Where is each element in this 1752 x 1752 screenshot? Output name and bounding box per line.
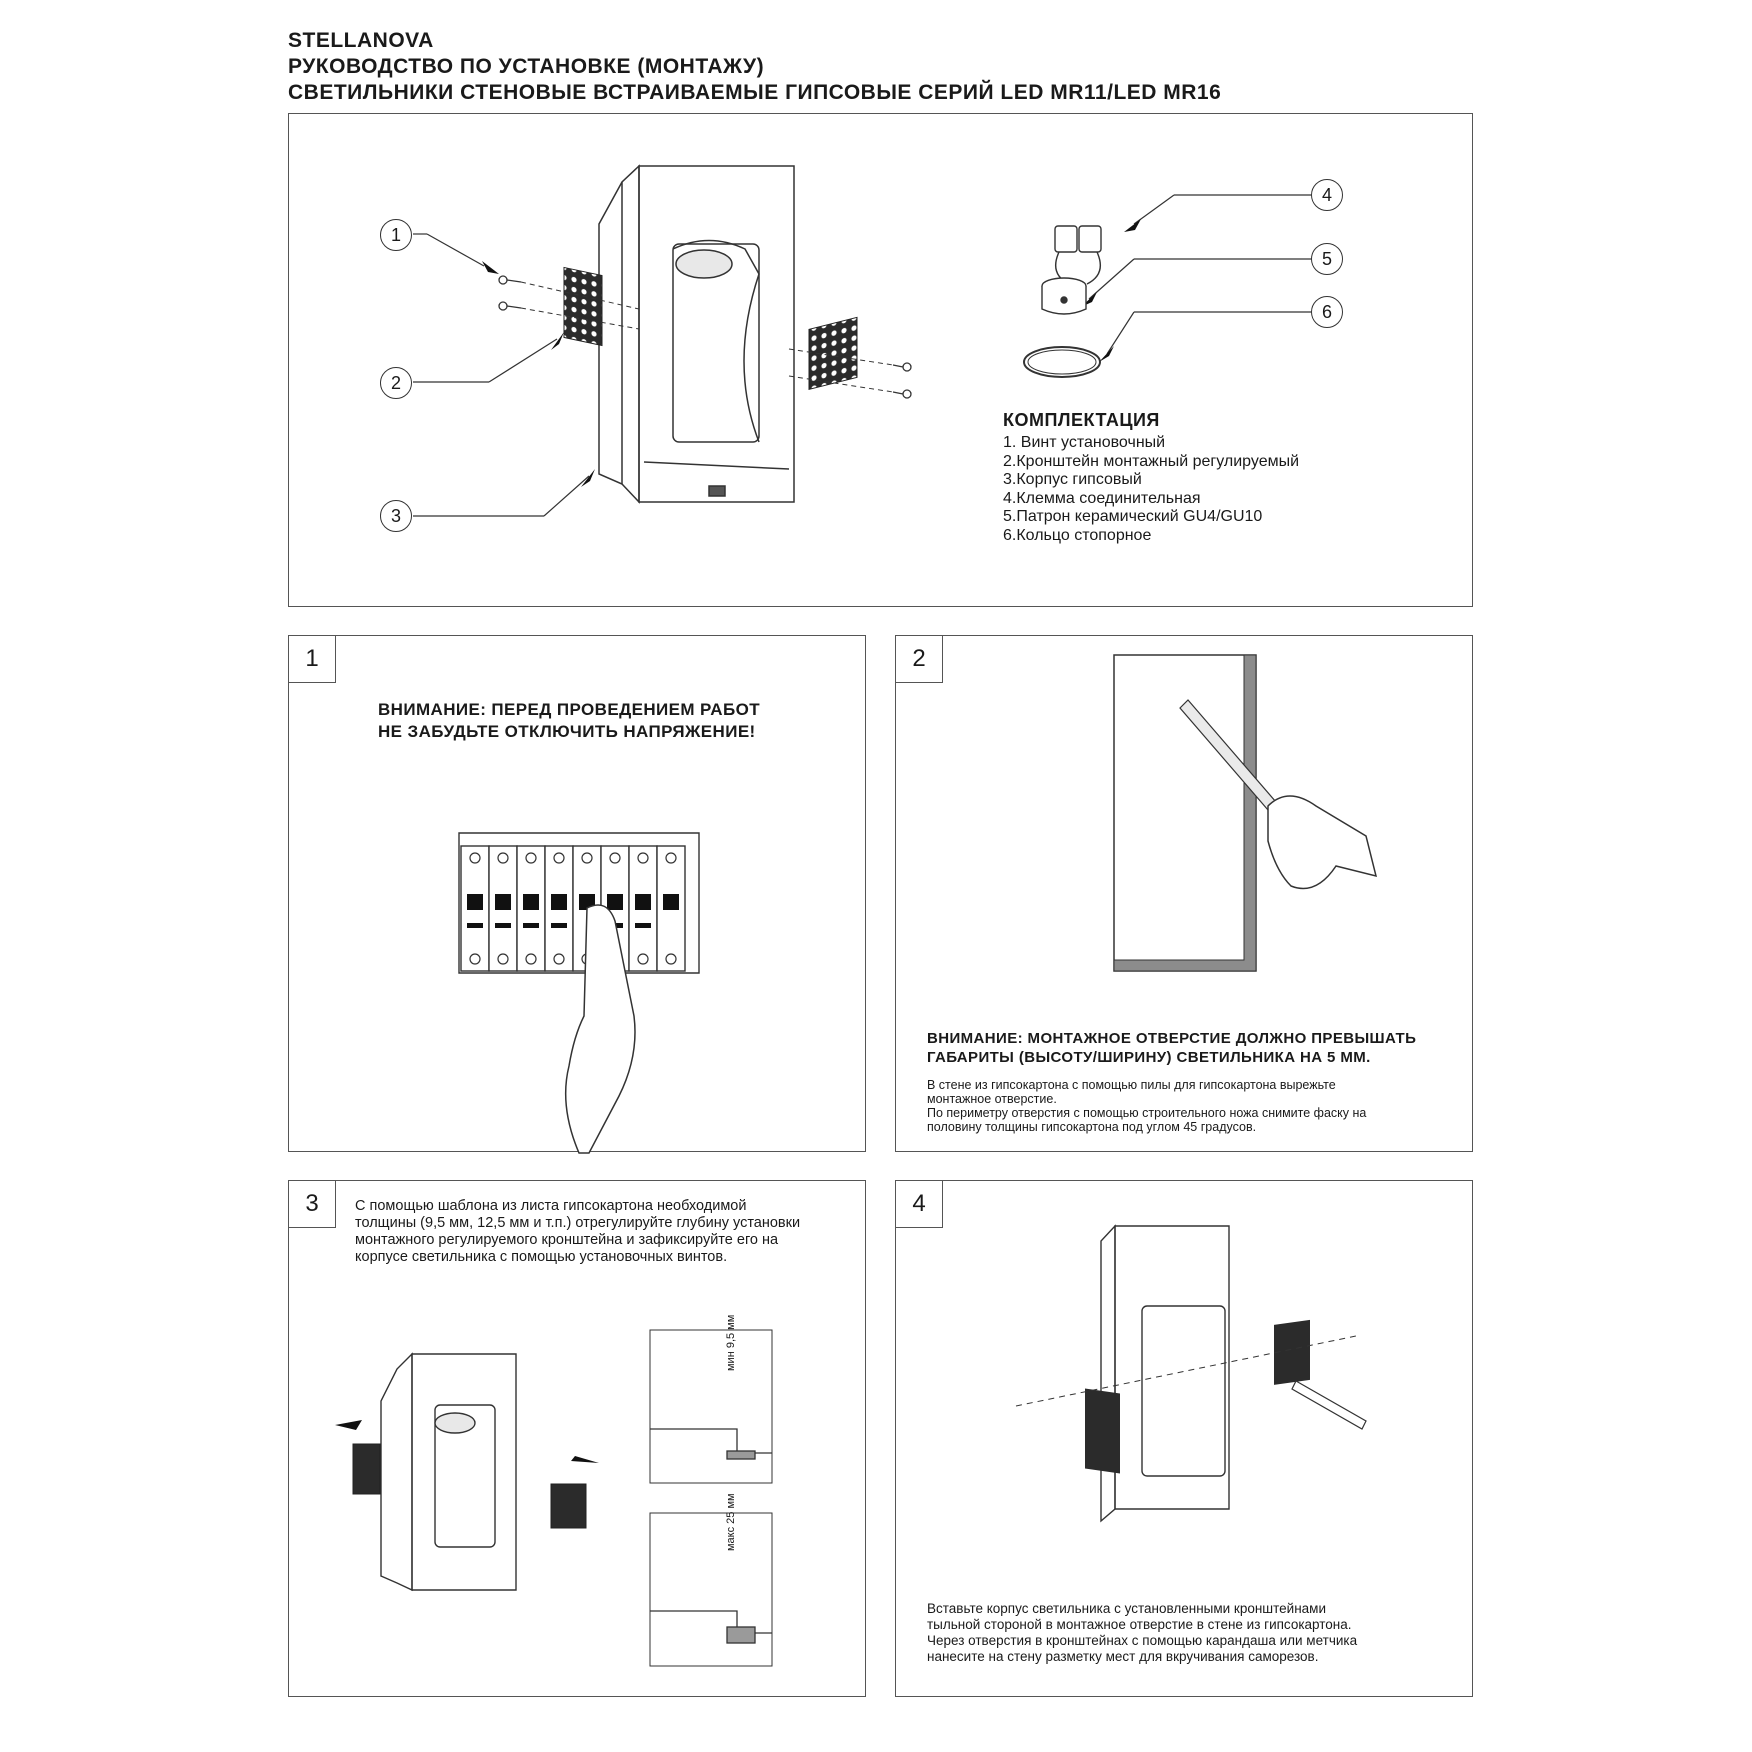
step-4-panel: 4 Вставьте корпус светильника с установл… <box>895 1180 1473 1697</box>
step-4-instructions: Вставьте корпус светильника с установлен… <box>927 1601 1357 1665</box>
kit-item: 6.Кольцо стопорное <box>1003 526 1152 544</box>
gypsum-body-drawing <box>598 164 795 504</box>
step-2-warning: ВНИМАНИЕ: МОНТАЖНОЕ ОТВЕРСТИЕ ДОЛЖНО ПРЕ… <box>927 1029 1416 1067</box>
instruction-line: толщины (9,5 мм, 12,5 мм и т.п.) отрегул… <box>355 1215 801 1231</box>
callout-4: 4 <box>1311 179 1343 211</box>
ceramic-socket-drawing <box>1041 277 1087 315</box>
step-number: 3 <box>288 1180 336 1228</box>
callout-2: 2 <box>380 367 412 399</box>
step-number: 1 <box>288 635 336 683</box>
instruction-line: С помощью шаблона из листа гипсокартона … <box>355 1198 747 1214</box>
instruction-line: корпусе светильника с помощью установочн… <box>355 1249 728 1265</box>
kit-title: КОМПЛЕКТАЦИЯ <box>1003 410 1160 430</box>
retaining-ring-drawing <box>1023 346 1101 378</box>
instruction-line: монтажного регулируемого кронштейна и за… <box>355 1232 779 1248</box>
document-header: STELLANOVA РУКОВОДСТВО ПО УСТАНОВКЕ (МОН… <box>288 28 1221 106</box>
kit-item: 2.Кронштейн монтажный регулируемый <box>1003 452 1300 470</box>
marking-drawing <box>1015 1224 1367 1523</box>
step-2-panel: 2 ВНИМАНИЕ: МОНТАЖНОЕ ОТВЕРСТИЕ ДОЛЖНО П… <box>895 635 1473 1152</box>
kit-item: 5.Патрон керамический GU4/GU10 <box>1003 508 1263 526</box>
brand-name: STELLANOVA <box>288 29 434 52</box>
instruction-line: Через отверстия в кронштейнах с помощью … <box>927 1633 1358 1648</box>
instruction-line: Вставьте корпус светильника с установлен… <box>927 1601 1327 1616</box>
step-3-instructions: С помощью шаблона из листа гипсокартона … <box>355 1198 800 1266</box>
screws <box>498 275 912 399</box>
callout-1: 1 <box>380 219 412 251</box>
exploded-view-drawing <box>413 164 1312 517</box>
instruction-line: монтажное отверстие. <box>927 1092 1057 1106</box>
circuit-breaker-drawing <box>458 832 700 1154</box>
callout-arrows <box>482 219 1141 487</box>
overview-panel: 1 2 3 4 5 6 <box>288 113 1473 607</box>
detail-min-box <box>649 1329 773 1484</box>
instruction-line: тыльной стороной в монтажное отверстие в… <box>927 1617 1352 1632</box>
step-number: 2 <box>895 635 943 683</box>
step-2-instructions: В стене из гипсокартона с помощью пилы д… <box>927 1078 1366 1134</box>
drywall-cutting-drawing <box>1113 654 1378 972</box>
kit-list: КОМПЛЕКТАЦИЯ 1. Винт установочный 2.Крон… <box>1003 410 1299 546</box>
document-title: РУКОВОДСТВО ПО УСТАНОВКЕ (МОНТАЖУ) <box>288 55 765 78</box>
bracket-adjust-drawing <box>335 1329 773 1667</box>
step-3-panel: 3 С помощью шаблона из листа гипсокартон… <box>288 1180 866 1697</box>
warning-line: ГАБАРИТЫ (ВЫСОТУ/ШИРИНУ) СВЕТИЛЬНИКА НА … <box>927 1049 1371 1066</box>
terminal-block-drawing <box>1054 225 1102 285</box>
kit-item: 1. Винт установочный <box>1003 434 1166 451</box>
dim-max-label: макс 25 мм <box>725 1493 737 1551</box>
step-number: 4 <box>895 1180 943 1228</box>
callout-lines <box>413 194 1312 517</box>
instruction-line: По периметру отверстия с помощью строите… <box>927 1106 1367 1120</box>
step-1-warning: ВНИМАНИЕ: ПЕРЕД ПРОВЕДЕНИЕМ РАБОТ НЕ ЗАБ… <box>378 699 760 743</box>
dim-min-label: мин 9,5 мм <box>725 1314 737 1371</box>
bracket-left <box>563 266 603 347</box>
warning-line: НЕ ЗАБУДЬТЕ ОТКЛЮЧИТЬ НАПРЯЖЕНИЕ! <box>378 722 756 741</box>
instruction-line: нанесите на стену разметку мест для вкру… <box>927 1649 1319 1664</box>
warning-line: ВНИМАНИЕ: ПЕРЕД ПРОВЕДЕНИЕМ РАБОТ <box>378 700 760 719</box>
instruction-line: половину толщины гипсокартона под углом … <box>927 1120 1257 1134</box>
hand-drawing <box>564 904 636 1154</box>
warning-line: ВНИМАНИЕ: МОНТАЖНОЕ ОТВЕРСТИЕ ДОЛЖНО ПРЕ… <box>927 1030 1417 1047</box>
kit-item: 3.Корпус гипсовый <box>1003 471 1142 489</box>
instruction-line: В стене из гипсокартона с помощью пилы д… <box>927 1078 1336 1092</box>
step-1-panel: 1 ВНИМАНИЕ: ПЕРЕД ПРОВЕДЕНИЕМ РАБОТ НЕ З… <box>288 635 866 1154</box>
hand-drawing <box>1267 795 1378 890</box>
kit-item: 4.Клемма соединительная <box>1003 489 1201 507</box>
bracket-right <box>808 316 858 390</box>
callout-5: 5 <box>1311 243 1343 275</box>
document-subtitle: СВЕТИЛЬНИКИ СТЕНОВЫЕ ВСТРАИВАЕМЫЕ ГИПСОВ… <box>288 81 1222 104</box>
callout-6: 6 <box>1311 296 1343 328</box>
callout-3: 3 <box>380 500 412 532</box>
